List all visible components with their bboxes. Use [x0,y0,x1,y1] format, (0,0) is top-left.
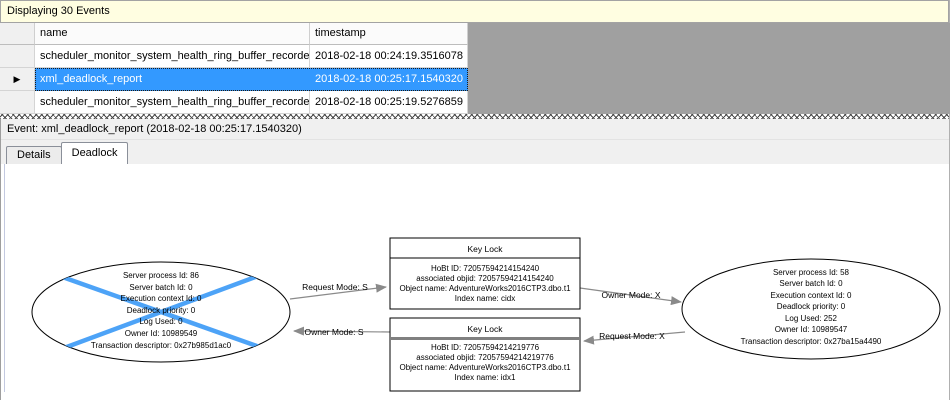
column-header-timestamp[interactable]: timestamp [310,23,468,45]
resource-node-key-lock-bottom[interactable]: Key Lock HoBt ID: 72057594214219776 asso… [389,317,581,392]
table-row[interactable]: scheduler_monitor_system_health_ring_buf… [0,45,468,68]
edge-owner-s-arrow [293,326,391,336]
row-selector[interactable]: ▶ [0,68,35,91]
process-attr: Server process Id: 58 [773,268,850,277]
edge-request-s-arrow [289,283,387,300]
selected-event-label: Event: xml_deadlock_report (2018-02-18 0… [1,119,949,140]
events-grid: name timestamp scheduler_monitor_system_… [0,23,950,114]
resource-node-key-lock-top[interactable]: Key Lock HoBt ID: 72057594214154240 asso… [389,237,581,310]
process-attr: Deadlock priority: 0 [127,306,196,315]
table-row[interactable]: scheduler_monitor_system_health_ring_buf… [0,91,468,114]
deadlock-graph: Request Mode: S Owner Mode: S Owner Mode… [31,237,941,392]
event-detail-pane: Event: xml_deadlock_report (2018-02-18 0… [0,119,949,400]
process-attr: Execution context Id: 0 [121,294,202,303]
process-node-victim[interactable]: Server process Id: 86 Server batch Id: 0… [31,261,291,363]
resource-attr: Index name: cidx [455,294,515,303]
process-attr: Log Used: 0 [139,317,183,326]
process-attr: Transaction descriptor: 0x27ba15a4490 [741,337,882,346]
row-selector[interactable] [0,45,35,68]
event-name-cell[interactable]: xml_deadlock_report [35,68,310,91]
edge-label-request-mode-s: Request Mode: S [302,282,368,292]
edge-request-x-arrow [583,331,686,345]
resource-attr: HoBt ID: 72057594214154240 [431,264,540,273]
edge-label-request-mode-x: Request Mode: X [599,331,665,341]
resource-title: Key Lock [468,244,504,254]
deadlock-edges [289,283,686,345]
events-count-bar: Displaying 30 Events [0,0,949,23]
table-row-selected[interactable]: ▶ xml_deadlock_report 2018-02-18 00:25:1… [0,68,468,91]
process-node[interactable]: Server process Id: 58 Server batch Id: 0… [681,258,941,360]
process-attr: Execution context Id: 0 [771,291,852,300]
edge-label-owner-mode-x: Owner Mode: X [601,290,660,300]
process-attr: Server batch Id: 0 [779,279,843,288]
resource-attr: Object name: AdventureWorks2016CTP3.dbo.… [399,363,571,372]
edge-owner-x-arrow [579,287,682,306]
process-attr: Server batch Id: 0 [129,283,193,292]
process-attr: Owner Id: 10989547 [775,325,848,334]
resource-title-separator [391,337,579,340]
resource-attr: Object name: AdventureWorks2016CTP3.dbo.… [399,284,571,293]
resource-attr: associated objid: 72057594214219776 [416,353,554,362]
event-name-cell[interactable]: scheduler_monitor_system_health_ring_buf… [35,45,310,68]
event-name-cell[interactable]: scheduler_monitor_system_health_ring_buf… [35,91,310,114]
process-attr: Transaction descriptor: 0x27b985d1ac0 [91,341,232,350]
detail-tab-strip: Details Deadlock [1,140,949,164]
horizontal-splitter[interactable] [0,114,949,119]
table-header-row: name timestamp [0,23,468,45]
resource-title: Key Lock [468,324,504,334]
row-selector-header [0,23,35,45]
process-attr: Owner Id: 10989549 [125,329,198,338]
deadlock-graph-panel: Request Mode: S Owner Mode: S Owner Mode… [1,164,949,400]
process-attr: Log Used: 252 [785,314,838,323]
process-attr: Server process Id: 86 [123,271,200,280]
victim-cross-icon [36,263,286,361]
resource-attr: Index name: idx1 [455,373,516,382]
current-row-indicator-icon: ▶ [13,74,21,84]
panel-border [4,164,5,392]
process-attr: Deadlock priority: 0 [777,302,846,311]
events-table: name timestamp scheduler_monitor_system_… [0,23,468,114]
row-selector[interactable] [0,91,35,114]
edge-label-owner-mode-s: Owner Mode: S [304,327,363,337]
resource-attr: associated objid: 72057594214154240 [416,274,554,283]
column-header-name[interactable]: name [35,23,310,45]
tab-deadlock[interactable]: Deadlock [60,142,129,164]
event-timestamp-cell[interactable]: 2018-02-18 00:24:19.3516078 [310,45,468,68]
event-timestamp-cell[interactable]: 2018-02-18 00:25:17.1540320 [310,68,468,91]
tab-details[interactable]: Details [6,146,62,164]
event-timestamp-cell[interactable]: 2018-02-18 00:25:19.5276859 [310,91,468,114]
resource-attr: HoBt ID: 72057594214219776 [431,343,540,352]
